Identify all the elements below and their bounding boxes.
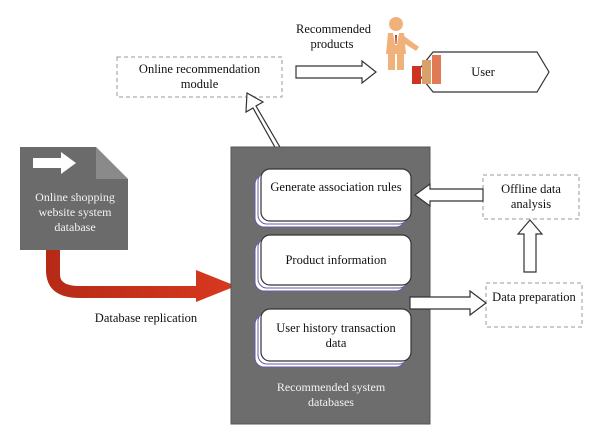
- product-info-label: Product information: [285, 253, 387, 267]
- arrow-panel-to-module: [245, 92, 293, 159]
- card-history: [254, 308, 412, 368]
- online-module-label: Online recommendation module: [138, 62, 261, 91]
- user-shape: [416, 51, 550, 93]
- bar-chart-icon: [412, 55, 441, 84]
- replication-arrow: [46, 250, 236, 302]
- prep-label: Data preparation: [492, 290, 576, 304]
- arrow-offline-to-rules: [413, 182, 484, 208]
- card-product-info: [254, 234, 412, 292]
- card-assoc-rules: [254, 168, 412, 228]
- offline-label: Offline data analysis: [501, 182, 561, 211]
- source-db-label: Online shopping website system database: [35, 190, 115, 234]
- arrow-module-to-user: [295, 59, 377, 85]
- arrow-prep-to-offline: [516, 219, 544, 273]
- recommended-products-label: Recommended products: [296, 22, 371, 51]
- right-arrow-icon: [33, 152, 76, 174]
- user-label: User: [471, 65, 495, 79]
- person-icon: [386, 17, 419, 70]
- source-db-doc: [20, 147, 128, 250]
- offline-box: [482, 174, 580, 220]
- arrow-panel-to-prep: [409, 289, 487, 317]
- replication-label: Database replication: [94, 311, 198, 325]
- online-module-box: [116, 56, 283, 98]
- assoc-rules-label: Generate association rules: [270, 180, 402, 194]
- rec-db-label: Recommended system databases: [276, 380, 386, 409]
- history-label: User history transaction data: [276, 321, 396, 350]
- prep-box: [485, 282, 583, 328]
